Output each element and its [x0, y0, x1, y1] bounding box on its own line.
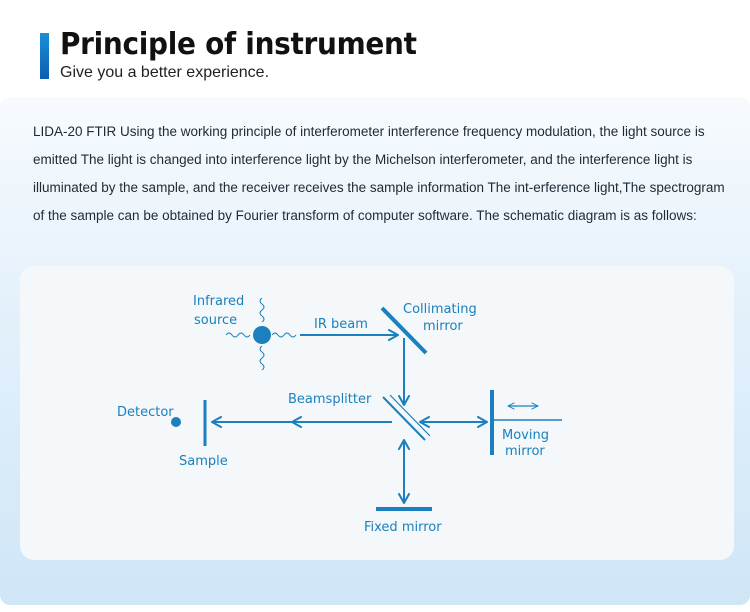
header-accent-bar	[40, 33, 49, 79]
label-collimating: Collimating	[403, 302, 477, 317]
beamsplitter	[382, 394, 431, 441]
label-collimating-mirror: mirror	[423, 319, 463, 334]
detector-icon	[171, 417, 181, 427]
label-sample: Sample	[179, 454, 228, 469]
label-fixed-mirror: Fixed mirror	[364, 520, 442, 535]
label-detector: Detector	[117, 405, 174, 420]
page-subtitle: Give you a better experience.	[60, 64, 270, 81]
description-text: LIDA-20 FTIR Using the working principle…	[33, 124, 725, 223]
label-source: source	[194, 313, 237, 328]
infrared-source-icon	[225, 297, 297, 371]
label-moving: Moving	[502, 428, 549, 443]
label-ir-beam: IR beam	[314, 317, 368, 332]
collimating-mirror	[380, 306, 428, 355]
label-beamsplitter: Beamsplitter	[288, 392, 372, 407]
label-infrared: Infrared	[193, 294, 244, 309]
label-moving-mirror: mirror	[505, 444, 545, 459]
page-title: Principle of instrument	[60, 27, 417, 62]
